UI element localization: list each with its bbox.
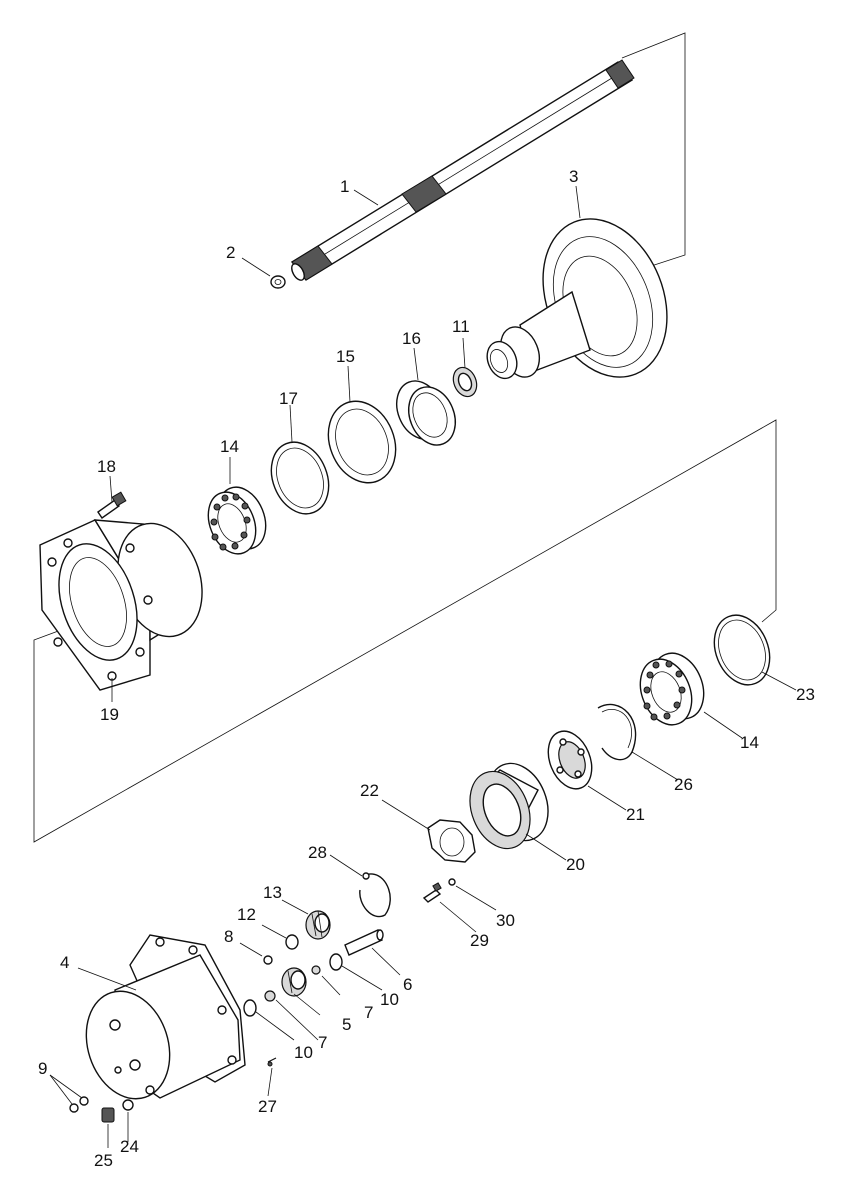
part-24-washer bbox=[122, 1099, 134, 1111]
part-9-washers bbox=[69, 1096, 89, 1113]
label-4: 4 bbox=[60, 953, 69, 972]
label-6: 6 bbox=[403, 975, 412, 994]
part-18-bolt bbox=[97, 491, 127, 519]
label-7b: 7 bbox=[318, 1033, 327, 1052]
part-4-carrier-housing bbox=[85, 934, 246, 1100]
label-18: 18 bbox=[97, 457, 116, 476]
part-19-housing bbox=[39, 519, 203, 691]
part-5-needle-bearing bbox=[281, 967, 307, 997]
label-20: 20 bbox=[566, 855, 585, 874]
label-17: 17 bbox=[279, 389, 298, 408]
part-14-roller-bearing-upper bbox=[207, 486, 267, 555]
part-10-washer-lower bbox=[243, 999, 257, 1017]
part-30-ball bbox=[448, 878, 456, 886]
label-24: 24 bbox=[120, 1137, 139, 1156]
label-25: 25 bbox=[94, 1151, 113, 1170]
part-13-needle-bearing bbox=[305, 910, 331, 940]
part-8-ball bbox=[263, 955, 273, 965]
part-25-plug bbox=[101, 1107, 115, 1123]
part-28-snap-ring bbox=[359, 872, 391, 918]
label-27: 27 bbox=[258, 1097, 277, 1116]
label-12: 12 bbox=[237, 905, 256, 924]
part-20-ring-gear bbox=[469, 762, 549, 850]
label-2: 2 bbox=[226, 243, 235, 262]
label-23: 23 bbox=[796, 685, 815, 704]
label-5: 5 bbox=[342, 1015, 351, 1034]
part-26-snap-ring bbox=[597, 703, 637, 761]
part-12-o-ring bbox=[285, 934, 299, 950]
part-23-snap-ring bbox=[713, 614, 771, 686]
part-22-lock-plate bbox=[427, 819, 476, 863]
part-21-carrier-plate bbox=[547, 730, 593, 790]
part-7-bearing-upper bbox=[311, 965, 321, 975]
label-8: 8 bbox=[224, 927, 233, 946]
part-3-flanged-hub bbox=[486, 218, 668, 380]
part-27-pin bbox=[267, 1057, 277, 1067]
label-28: 28 bbox=[308, 843, 327, 862]
label-19: 19 bbox=[100, 705, 119, 724]
assembly-bracket-lower bbox=[33, 419, 777, 843]
assembly-bracket-upper bbox=[621, 32, 686, 269]
label-30: 30 bbox=[496, 911, 515, 930]
part-2-washer bbox=[270, 275, 286, 289]
label-13: 13 bbox=[263, 883, 282, 902]
label-21: 21 bbox=[626, 805, 645, 824]
label-1: 1 bbox=[340, 177, 349, 196]
label-16: 16 bbox=[402, 329, 421, 348]
label-14a: 14 bbox=[220, 437, 239, 456]
part-7-bearing-lower bbox=[264, 990, 276, 1002]
label-26: 26 bbox=[674, 775, 693, 794]
part-10-washer-upper bbox=[329, 953, 343, 971]
part-6-pin bbox=[344, 929, 384, 956]
label-7a: 7 bbox=[364, 1003, 373, 1022]
part-11-seal bbox=[452, 366, 478, 398]
part-labels: 1 2 3 4 5 6 7 7 8 9 10 10 11 12 13 14 14… bbox=[38, 167, 815, 1170]
label-11: 11 bbox=[452, 317, 470, 336]
part-14-roller-bearing-lower bbox=[639, 652, 705, 726]
label-10b: 10 bbox=[294, 1043, 313, 1062]
label-14b: 14 bbox=[740, 733, 759, 752]
label-10a: 10 bbox=[380, 990, 399, 1009]
label-15: 15 bbox=[336, 347, 355, 366]
part-15-ring bbox=[327, 400, 397, 484]
leader-lines bbox=[49, 185, 797, 1148]
label-9: 9 bbox=[38, 1059, 47, 1078]
label-29: 29 bbox=[470, 931, 489, 950]
label-22: 22 bbox=[360, 781, 379, 800]
part-29-bolt bbox=[422, 882, 442, 903]
part-1-axle-shaft bbox=[290, 59, 635, 281]
part-17-ring bbox=[270, 441, 330, 515]
label-3: 3 bbox=[569, 167, 578, 186]
part-16-bearing-cup bbox=[396, 380, 456, 446]
